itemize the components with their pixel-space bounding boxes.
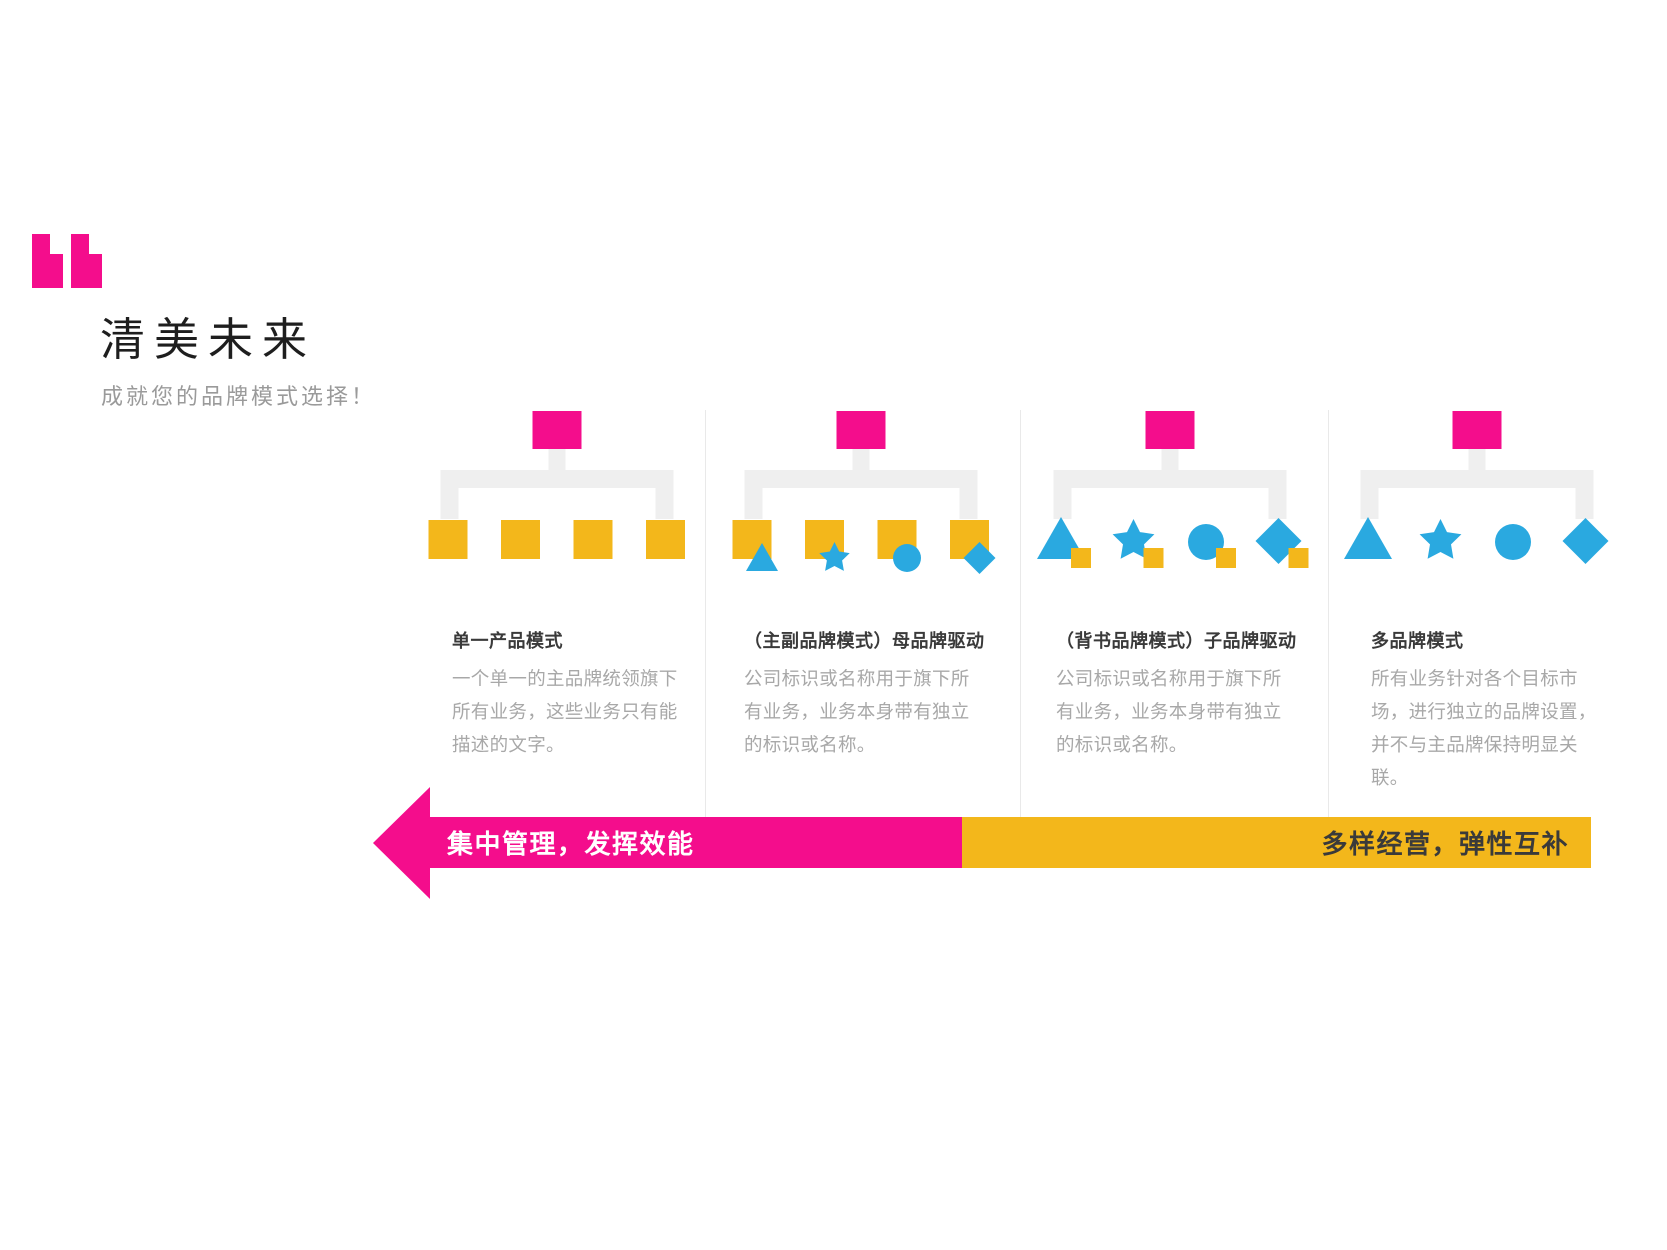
left-arrow-icon xyxy=(373,786,430,899)
sub-brand-diamond-icon xyxy=(963,542,996,574)
sub-brand-square-icon xyxy=(573,520,613,559)
sub-brand-triangle-icon xyxy=(1344,517,1392,559)
brand-tree-master-sub xyxy=(732,411,996,574)
banner-diversified-operation: 多样经营，弹性互补 xyxy=(962,817,1591,868)
tree-stem xyxy=(548,449,566,472)
column-divider xyxy=(705,410,706,817)
sub-brand-circle-icon xyxy=(893,544,921,572)
sub-brand-square-icon xyxy=(646,520,685,559)
column-heading: （主副品牌模式）母品牌驱动 xyxy=(744,631,985,651)
brand-tree-endorsed xyxy=(1037,411,1309,568)
parent-brand-icon xyxy=(836,411,886,449)
tree-drop-left xyxy=(440,488,459,519)
sub-brand-square-icon xyxy=(501,520,540,559)
parent-brand-icon xyxy=(1452,411,1502,449)
page-subtitle: 成就您的品牌模式选择！ xyxy=(101,384,377,409)
parent-brand-icon xyxy=(532,411,582,449)
tree-stem xyxy=(1468,449,1486,472)
tree-drop-left xyxy=(744,488,763,519)
tree-stem xyxy=(1161,449,1179,472)
column-multi-brand: 多品牌模式 所有业务针对各个目标市 场，进行独立的品牌设置， 并不与主品牌保持明… xyxy=(1371,627,1625,794)
tree-drop-right xyxy=(1268,488,1287,519)
endorse-square-icon xyxy=(1288,548,1309,568)
column-heading: 多品牌模式 xyxy=(1371,631,1464,651)
column-description: 一个单一的主品牌统领旗下 所有业务，这些业务只有能 描述的文字。 xyxy=(452,668,678,755)
tree-drop-right xyxy=(959,488,978,519)
column-description: 公司标识或名称用于旗下所 有业务，业务本身带有独立 的标识或名称。 xyxy=(744,668,970,755)
parent-brand-icon xyxy=(1145,411,1195,449)
quote-mark-icon xyxy=(32,234,63,288)
sub-brand-circle-icon xyxy=(1188,524,1224,560)
tree-crossbar xyxy=(1360,470,1594,488)
column-endorsed: （背书品牌模式）子品牌驱动 公司标识或名称用于旗下所 有业务，业务本身带有独立 … xyxy=(1056,627,1310,761)
tree-crossbar xyxy=(744,470,978,488)
column-heading: 单一产品模式 xyxy=(452,631,563,651)
page-title: 清美未来 xyxy=(100,314,317,365)
column-single-product: 单一产品模式 一个单一的主品牌统领旗下 所有业务，这些业务只有能 描述的文字。 xyxy=(452,627,706,761)
tree-stem xyxy=(852,449,870,472)
sub-brand-circle-icon xyxy=(1495,524,1531,560)
sub-brand-diamond-icon xyxy=(1562,518,1609,564)
tree-crossbar xyxy=(1053,470,1287,488)
sub-brand-triangle-icon xyxy=(746,543,778,571)
tree-drop-left xyxy=(1360,488,1379,519)
column-master-sub: （主副品牌模式）母品牌驱动 公司标识或名称用于旗下所 有业务，业务本身带有独立 … xyxy=(744,627,998,761)
brand-tree-multi xyxy=(1344,411,1609,564)
endorse-square-icon xyxy=(1071,548,1091,568)
column-divider xyxy=(1020,410,1021,817)
column-divider xyxy=(1328,410,1329,817)
column-description: 所有业务针对各个目标市 场，进行独立的品牌设置， 并不与主品牌保持明显关 联。 xyxy=(1371,668,1597,788)
quote-mark-icon xyxy=(71,234,102,288)
banner-left-label: 集中管理，发挥效能 xyxy=(447,829,695,859)
endorse-square-icon xyxy=(1143,548,1164,568)
column-description: 公司标识或名称用于旗下所 有业务，业务本身带有独立 的标识或名称。 xyxy=(1056,668,1282,755)
sub-brand-square-icon xyxy=(428,520,468,559)
tree-drop-left xyxy=(1053,488,1072,519)
column-heading: （背书品牌模式）子品牌驱动 xyxy=(1056,631,1297,651)
brand-tree-single-product xyxy=(428,411,685,559)
sub-brand-star-icon xyxy=(1419,519,1462,559)
banner-right-label: 多样经营，弹性互补 xyxy=(1321,829,1569,859)
tree-drop-right xyxy=(655,488,674,519)
tree-crossbar xyxy=(440,470,674,488)
endorse-square-icon xyxy=(1216,548,1236,568)
tree-drop-right xyxy=(1575,488,1594,519)
quote-icon xyxy=(32,234,135,288)
banner-centralized-management: 集中管理，发挥效能 xyxy=(373,786,962,899)
sub-brand-star-icon xyxy=(819,542,850,571)
